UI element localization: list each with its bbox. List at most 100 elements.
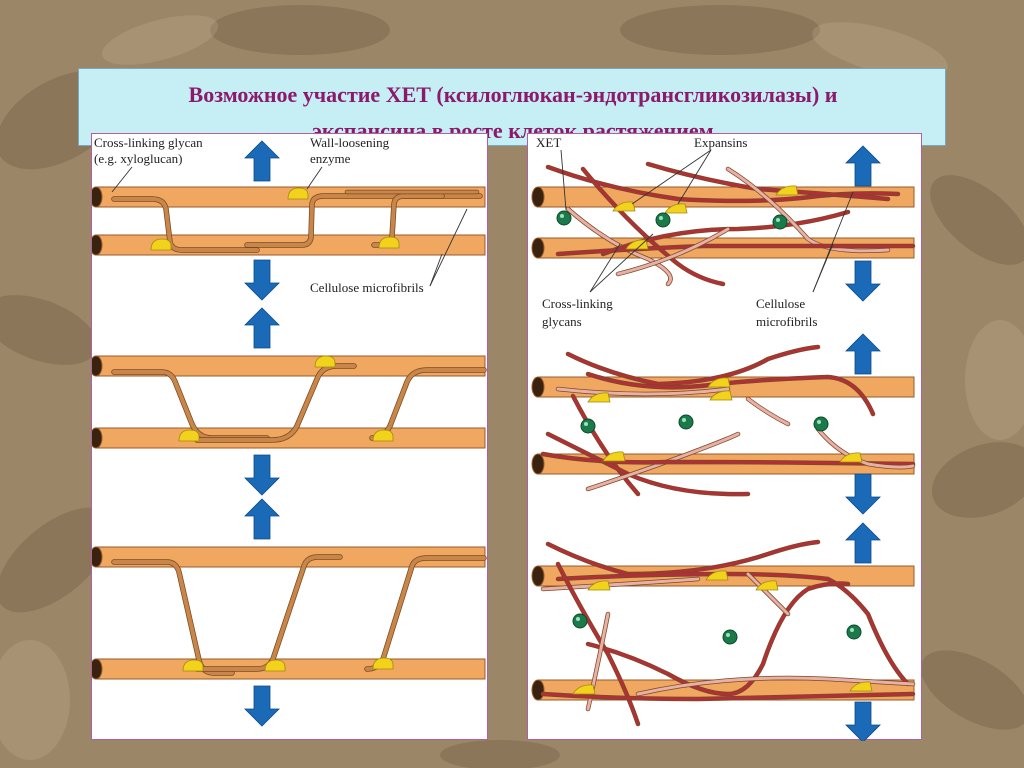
expansin-icon	[602, 451, 626, 462]
xet-icon	[655, 212, 671, 228]
cross-linking-glycan	[195, 555, 342, 671]
cross-linking-glycan	[746, 572, 790, 616]
wall-loosening-enzyme	[150, 238, 172, 251]
right-enzymes	[556, 185, 873, 695]
expansin-icon	[849, 681, 873, 692]
label-xet: XET	[536, 135, 562, 150]
leader-line	[589, 243, 621, 293]
cross-linking-glycan	[746, 397, 790, 426]
arrow-up-icon	[244, 307, 280, 349]
leader-line	[677, 149, 712, 205]
leader-line	[812, 243, 834, 293]
xet-highlight	[576, 617, 580, 621]
microfibril-end	[531, 186, 545, 208]
cross-linking-glycan	[556, 572, 910, 686]
expansin-icon	[707, 377, 731, 388]
xet-highlight	[817, 420, 821, 424]
left-leader-lines	[111, 166, 468, 287]
wall-loosening-enzyme	[178, 429, 200, 442]
cross-linking-glycan	[365, 556, 486, 671]
microfibril-end	[92, 658, 103, 680]
microfibril-end	[92, 427, 103, 449]
xet-highlight	[726, 633, 730, 637]
label-enzyme: enzyme	[310, 151, 351, 166]
cross-linking-glycan	[556, 387, 730, 396]
leader-line	[589, 233, 654, 293]
cross-linking-glycan	[112, 197, 259, 252]
arrow-up-icon	[845, 145, 881, 187]
cross-linking-glycan	[566, 345, 820, 386]
cross-linking-glycan	[636, 676, 915, 696]
arrow-down-icon	[845, 701, 881, 741]
wall-loosening-enzyme	[372, 429, 394, 442]
glycan-outline	[570, 393, 641, 497]
cross-linking-glycan	[616, 227, 730, 276]
glycan-outline	[111, 559, 235, 676]
leader-line	[560, 149, 567, 211]
label-expansins: Expansins	[694, 135, 748, 150]
wall-loosening-enzyme	[372, 657, 394, 670]
cross-linking-glycan	[541, 692, 915, 701]
microfibril-end	[531, 565, 545, 587]
expansin-icon	[587, 580, 611, 591]
expansin-icon	[664, 203, 688, 214]
cross-linking-glycan	[566, 207, 672, 286]
wall-loosening-enzyme	[378, 236, 400, 249]
label-cellulose: Cellulose	[756, 296, 806, 311]
xet-highlight	[850, 628, 854, 632]
arrow-up-icon	[244, 498, 280, 540]
arrow-down-icon	[845, 473, 881, 515]
xet-icon	[580, 418, 596, 434]
arrow-up-icon	[845, 522, 881, 564]
cross-linking-glycan	[556, 562, 640, 726]
leader-line	[306, 166, 323, 190]
microfibril-end	[531, 453, 545, 475]
label-glycans: glycans	[542, 314, 582, 329]
wall-loosening-enzyme	[182, 659, 204, 672]
arrow-down-icon	[845, 260, 881, 302]
leader-line	[429, 253, 443, 287]
xet-icon	[556, 210, 572, 226]
left-diagram	[92, 140, 487, 727]
cross-linking-glycan	[726, 167, 890, 253]
arrow-up-icon	[845, 333, 881, 375]
xet-icon	[846, 624, 862, 640]
label-cross-linking-glycan: Cross-linking glycan	[94, 135, 203, 150]
expansin-icon	[755, 580, 779, 591]
cross-linking-glycan	[112, 370, 269, 440]
left-arrows	[244, 140, 280, 727]
xet-highlight	[560, 214, 564, 218]
right-arrows	[845, 145, 881, 741]
arrow-down-icon	[244, 259, 280, 301]
right-diagram	[531, 145, 916, 741]
cross-linking-glycan	[556, 244, 915, 256]
cross-linking-glycan	[541, 452, 915, 466]
label-wall-loosening: Wall-loosening	[310, 135, 390, 150]
xet-icon	[722, 629, 738, 645]
xet-highlight	[776, 218, 780, 222]
cross-linking-glycan	[571, 394, 640, 496]
cellulose-microfibril	[95, 658, 486, 680]
xet-highlight	[659, 216, 663, 220]
cross-linking-glycan	[541, 577, 700, 591]
cross-linking-glycan	[586, 432, 740, 491]
cross-linking-glycan	[112, 560, 234, 675]
left-diagram-panel: Cross-linking glycan (e.g. xyloglucan) W…	[91, 133, 488, 740]
expansin-icon	[587, 392, 611, 403]
xet-highlight	[584, 422, 588, 426]
xet-icon	[678, 414, 694, 430]
xet-icon	[772, 214, 788, 230]
title-line-1: Возможное участие ХЕТ (ксилоглюкан-эндот…	[188, 82, 838, 107]
cross-linking-glycan	[586, 582, 850, 696]
right-diagram-panel: XET Expansins Cross-linking glycans Cell…	[527, 133, 922, 741]
expansin-icon	[572, 684, 596, 695]
expansin-icon	[705, 570, 729, 581]
cross-linking-glycan	[586, 612, 610, 711]
cross-linking-glycan	[816, 427, 915, 469]
wall-loosening-enzyme	[287, 187, 309, 200]
label-xyloglucan: (e.g. xyloglucan)	[94, 151, 183, 166]
arrow-down-icon	[244, 454, 280, 496]
xet-highlight	[682, 418, 686, 422]
leader-line	[111, 166, 133, 193]
right-glycans	[540, 161, 916, 727]
